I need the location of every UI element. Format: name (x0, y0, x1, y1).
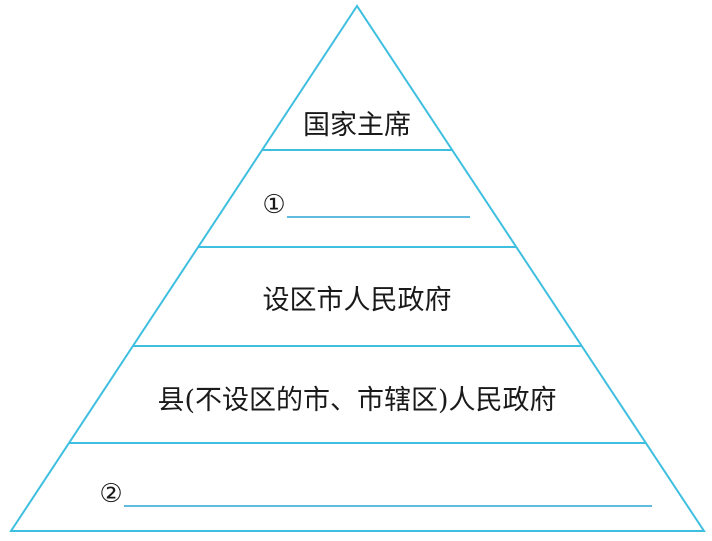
tier-1-label: 国家主席 (303, 110, 411, 141)
tier-2-marker: ① (262, 190, 285, 220)
pyramid-outline (9, 4, 706, 532)
tier-4-label: 县(不设区的市、市辖区)人民政府 (157, 385, 556, 416)
pyramid-lines (9, 4, 706, 532)
tier-3-label: 设区市人民政府 (263, 285, 452, 316)
tier-5-marker: ② (99, 479, 122, 509)
